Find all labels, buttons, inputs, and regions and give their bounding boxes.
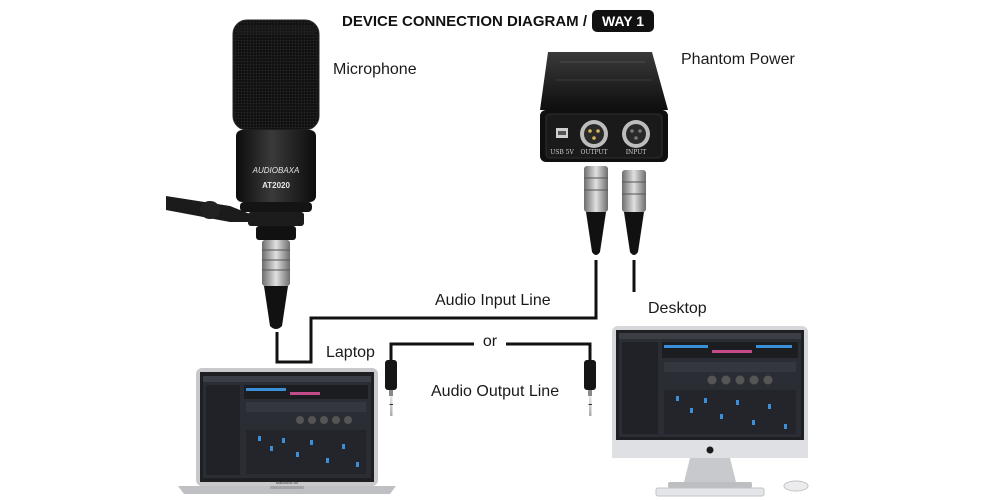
phantom-power-box: USB 5V OUTPUT INPUT: [540, 52, 668, 162]
usb-port-label: USB 5V: [550, 149, 574, 156]
xlr-male-plug: [622, 170, 646, 255]
mic-brand: AUDIOBAXA: [252, 166, 300, 175]
mic-to-input-cable: [275, 260, 598, 364]
laptop: MacBook Air: [178, 368, 396, 494]
output-port-label: OUTPUT: [581, 149, 608, 156]
phantom-power-label: Phantom Power: [681, 51, 796, 68]
audio-jack-right: [584, 360, 596, 416]
title-badge: [592, 10, 654, 32]
audio-jack-left: [385, 360, 397, 416]
cables: [275, 260, 636, 364]
laptop-label: Laptop: [326, 344, 375, 361]
output-cable-left: [389, 342, 474, 360]
desktop-knobs: [707, 375, 773, 385]
desktop-label: Desktop: [648, 300, 707, 317]
microphone: AUDIOBAXA AT2020: [166, 19, 320, 329]
apple-logo-icon: [706, 446, 714, 454]
xlr-female-plug: [584, 166, 608, 255]
laptop-caption: MacBook Air: [276, 480, 299, 485]
desktop-computer: [612, 326, 809, 497]
input-port-label: INPUT: [626, 149, 647, 156]
laptop-knobs: [296, 416, 352, 424]
output-cable-right: [506, 342, 592, 360]
microphone-label: Microphone: [333, 61, 417, 78]
diagram-title: DEVICE CONNECTION DIAGRAM / WAY 1: [342, 10, 654, 32]
or-label: or: [483, 333, 498, 350]
title-text: DEVICE CONNECTION DIAGRAM /: [342, 13, 588, 30]
title-badge-text: WAY 1: [602, 13, 644, 29]
audio-output-line-label: Audio Output Line: [431, 383, 559, 400]
mic-model: AT2020: [262, 181, 290, 190]
audio-input-line-label: Audio Input Line: [435, 292, 551, 309]
